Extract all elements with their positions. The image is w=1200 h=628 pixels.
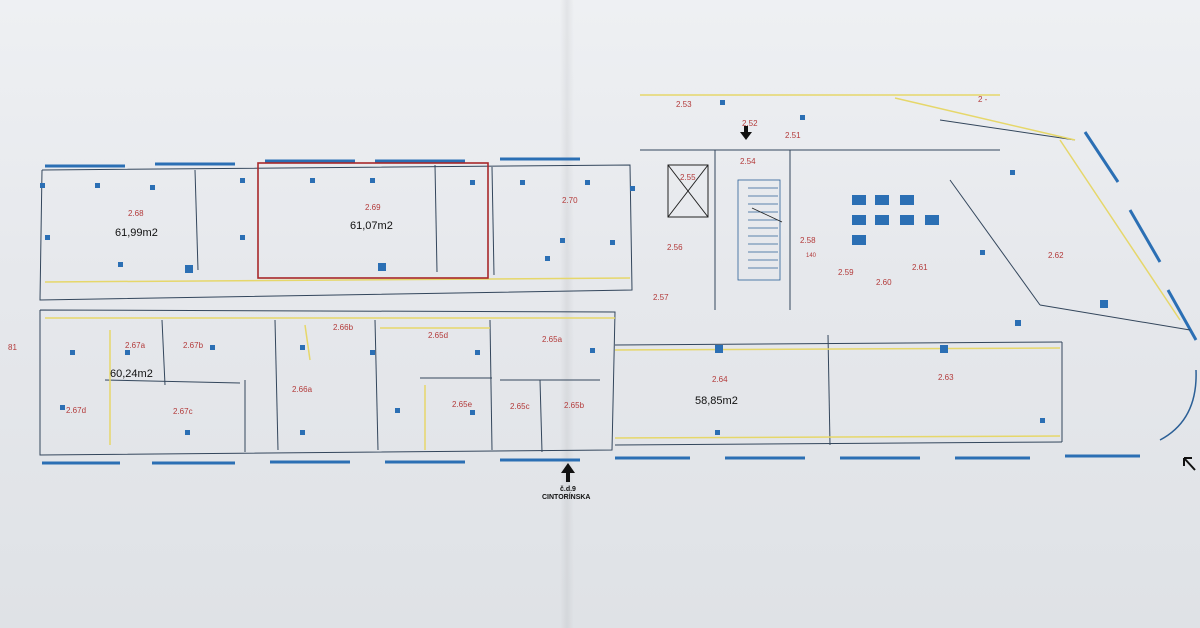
up-arrow-icon (561, 463, 575, 482)
corner-arrow-icon (1183, 457, 1196, 471)
left-edge-label: 81 (8, 343, 17, 352)
shaft-cross (667, 164, 709, 218)
room-label-264: 2.64 (712, 375, 728, 384)
stair-dim-label: 140 (806, 253, 817, 259)
area-label-267a: 60,24m2 (110, 368, 153, 380)
room-label-265d: 2.65d (428, 331, 448, 340)
room-label-259: 2.59 (838, 268, 854, 277)
corner-curve (1159, 369, 1197, 441)
room-269-highlight (257, 162, 489, 279)
room-label-254: 2.54 (740, 157, 756, 166)
room-label-256: 2.56 (667, 243, 683, 252)
room-label-265e: 2.65e (452, 400, 473, 409)
facade-top-windows (45, 157, 580, 168)
room-label-253: 2.53 (676, 100, 692, 109)
facade-bottom-windows (42, 454, 1140, 465)
staircase (737, 179, 783, 281)
area-label-268: 61,99m2 (115, 227, 158, 239)
room-label-258: 2.58 (800, 236, 816, 245)
room-label-260: 2.60 (876, 278, 892, 287)
room-label-267c: 2.67c (173, 407, 193, 416)
room-label-270: 2.70 (562, 196, 578, 205)
entrance-street: CINTORÍNSKA (542, 492, 590, 501)
top-right-label: 2 - (978, 95, 988, 104)
down-arrow-icon (740, 126, 752, 140)
area-label-269: 61,07m2 (350, 220, 393, 232)
area-labels: 61,99m2 61,07m2 60,24m2 58,85m2 (110, 220, 738, 407)
room-label-261: 2.61 (912, 263, 928, 272)
room-label-265b: 2.65b (564, 401, 585, 410)
room-label-269: 2.69 (365, 203, 381, 212)
wall-marks (40, 100, 1108, 435)
dimension-lines (44, 94, 1181, 450)
room-label-262: 2.62 (1048, 251, 1064, 260)
area-label-264: 58,85m2 (695, 395, 738, 407)
room-label-263: 2.63 (938, 373, 954, 382)
room-label-268: 2.68 (128, 209, 144, 218)
room-label-265a: 2.65a (542, 335, 563, 344)
wing-windows (1083, 131, 1198, 341)
room-label-257: 2.57 (653, 293, 669, 302)
room-labels: 2.68 2.69 2.70 2.53 2.52 2.51 2.55 2.54 … (66, 100, 1064, 416)
room-label-267a: 2.67a (125, 341, 146, 350)
room-label-252: 2.52 (742, 119, 758, 128)
entrance-number: č.d.9 (560, 486, 576, 493)
room-label-251: 2.51 (785, 131, 801, 140)
main-walls (39, 119, 1191, 456)
room-label-255: 2.55 (680, 173, 696, 182)
room-label-266b: 2.66b (333, 323, 354, 332)
room-label-267d: 2.67d (66, 406, 86, 415)
bathroom-fixtures (852, 195, 939, 245)
room-label-267b: 2.67b (183, 341, 204, 350)
room-label-265c: 2.65c (510, 402, 530, 411)
room-label-266a: 2.66a (292, 385, 313, 394)
